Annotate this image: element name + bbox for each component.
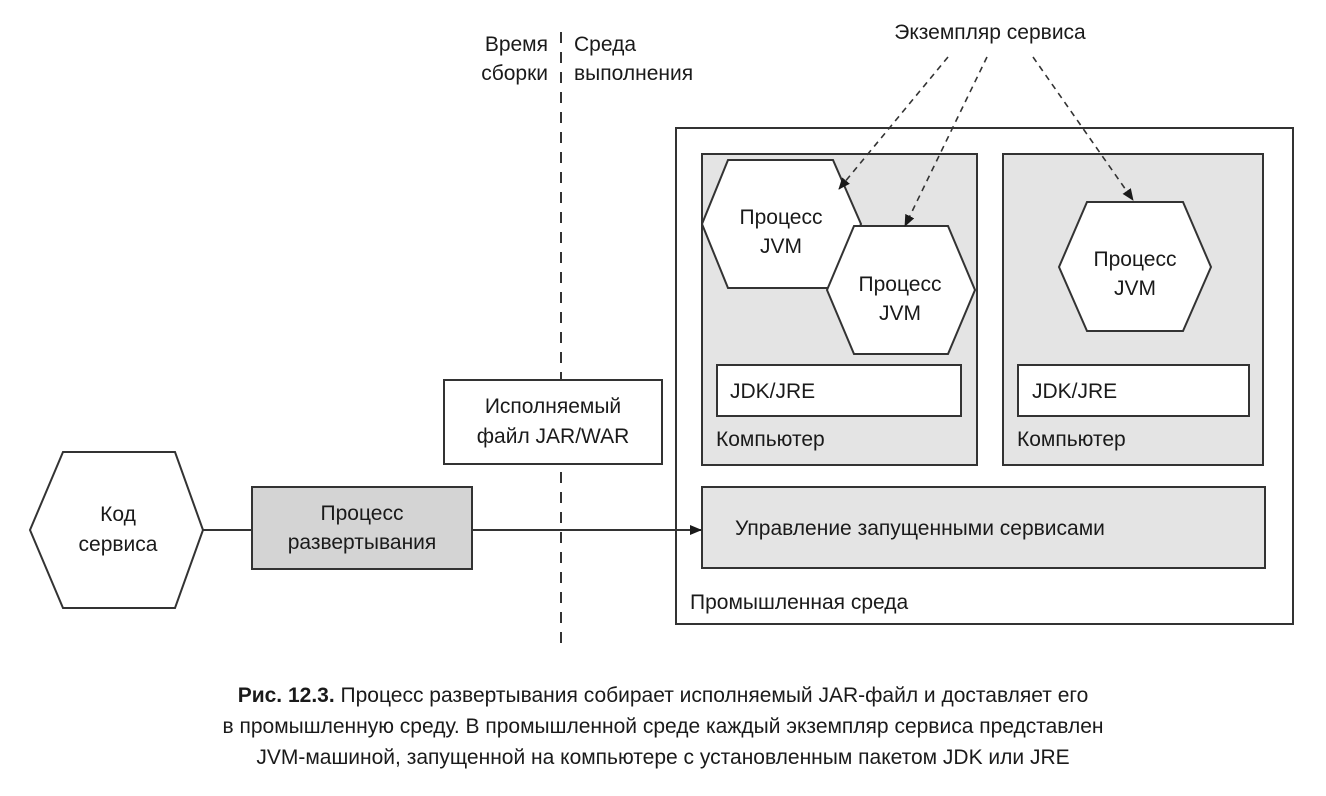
service-instance-label: Экземпляр сервиса xyxy=(894,21,1086,44)
jdk-label-2: JDK/JRE xyxy=(1032,380,1117,403)
jvm-process-label-1-line1: Процесс xyxy=(740,206,823,229)
artifact-label-line1: Исполняемый xyxy=(485,395,621,418)
runtime-label-line1: Среда xyxy=(574,33,636,56)
management-label: Управление запущенными сервисами xyxy=(735,517,1105,540)
production-env-label: Промышленная среда xyxy=(690,591,908,614)
build-time-label-line1: Время xyxy=(485,33,548,56)
jdk-label-1: JDK/JRE xyxy=(730,380,815,403)
jvm-process-label-3-line1: Процесс xyxy=(1094,248,1177,271)
instance-arrow-3 xyxy=(1032,56,1134,201)
deployment-process-label-line2: развертывания xyxy=(288,531,437,554)
jdk-box-1 xyxy=(716,364,962,417)
artifact-box xyxy=(443,379,663,465)
jvm-process-hexagon-2 xyxy=(825,225,977,355)
service-code-label-line2: сервиса xyxy=(79,533,158,556)
jvm-process-label-3-line2: JVM xyxy=(1114,277,1156,300)
deployment-process-box xyxy=(251,486,473,570)
figure-caption: Рис. 12.3. Процесс развертывания собирае… xyxy=(0,680,1326,773)
service-code-hexagon xyxy=(28,451,205,609)
caption-line-2: в промышленную среду. В промышленной сре… xyxy=(222,715,1104,738)
runtime-label-line2: выполнения xyxy=(574,62,693,85)
computer-label-1: Компьютер xyxy=(716,428,825,451)
jdk-box-2 xyxy=(1017,364,1250,417)
caption-text-1: Процесс развертывания собирает исполняем… xyxy=(340,684,1089,707)
caption-line-3: JVM-машиной, запущенной на компьютере с … xyxy=(256,746,1070,769)
deployment-process-label-line1: Процесс xyxy=(321,502,404,525)
jvm-process-label-2-line2: JVM xyxy=(879,302,921,325)
artifact-label-line2: файл JAR/WAR xyxy=(477,425,630,448)
caption-line-1: Рис. 12.3. Процесс развертывания собирае… xyxy=(0,680,1326,711)
jvm-process-label-2-line1: Процесс xyxy=(859,273,942,296)
computer-label-2: Компьютер xyxy=(1017,428,1126,451)
diagram: Время сборки Среда выполнения Экземпляр … xyxy=(28,21,1294,648)
build-time-label-line2: сборки xyxy=(481,62,548,85)
service-code-label-line1: Код xyxy=(100,503,136,526)
jvm-process-label-1-line2: JVM xyxy=(760,235,802,258)
caption-figure-number: Рис. 12.3. xyxy=(237,684,335,707)
instance-arrow-2 xyxy=(904,56,988,227)
jvm-process-hexagon-3 xyxy=(1057,201,1213,332)
management-box xyxy=(701,486,1266,569)
